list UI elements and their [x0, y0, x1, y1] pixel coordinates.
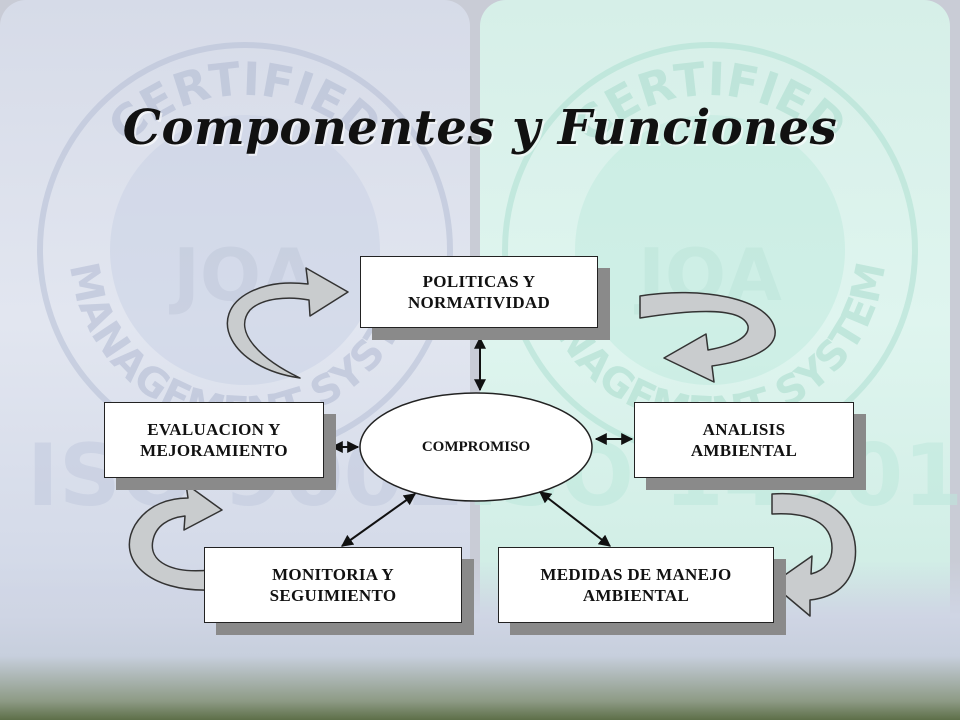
- box-evaluacion-mejoramiento: EVALUACION Y MEJORAMIENTO: [104, 402, 324, 478]
- compromiso-ellipse: [359, 392, 593, 502]
- box-evaluacion-label: EVALUACION Y MEJORAMIENTO: [140, 420, 288, 460]
- connector-monitoria: [341, 493, 416, 547]
- slide-title: Componentes y Funciones: [122, 100, 838, 156]
- connector-medidas: [539, 491, 611, 547]
- box-medidas-label: MEDIDAS DE MANEJO AMBIENTAL: [540, 565, 732, 605]
- curved-arrow-top-right: [639, 291, 776, 383]
- box-politicas-normatividad: POLITICAS Y NORMATIVIDAD: [360, 256, 598, 328]
- box-monitoria-seguimiento: MONITORIA Y SEGUIMIENTO: [204, 547, 462, 623]
- box-medidas-manejo: MEDIDAS DE MANEJO AMBIENTAL: [498, 547, 774, 623]
- curved-arrow-bottom-left: [128, 483, 223, 591]
- curved-arrow-bottom-right: [771, 492, 857, 617]
- compromiso-label: COMPROMISO: [421, 438, 531, 455]
- curved-arrow-top-left: [226, 267, 349, 379]
- box-analisis-label: ANALISIS AMBIENTAL: [690, 420, 798, 460]
- box-politicas-label: POLITICAS Y NORMATIVIDAD: [407, 272, 551, 312]
- box-analisis-ambiental: ANALISIS AMBIENTAL: [634, 402, 854, 478]
- box-monitoria-label: MONITORIA Y SEGUIMIENTO: [269, 565, 397, 605]
